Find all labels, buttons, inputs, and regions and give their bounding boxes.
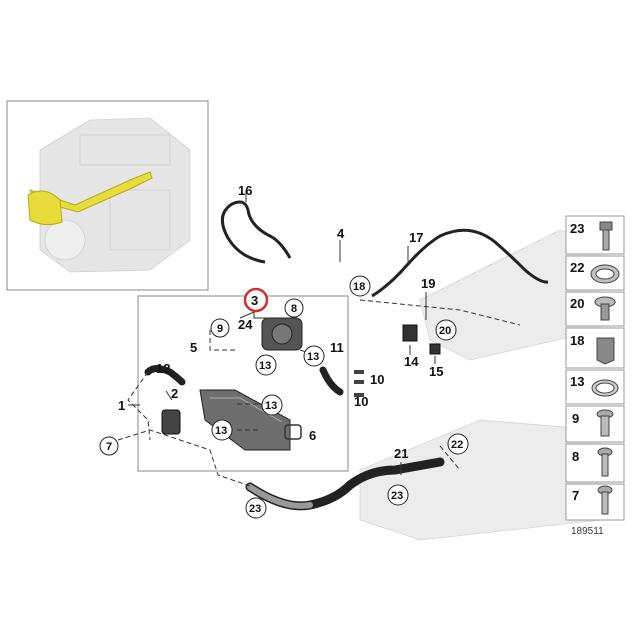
studs xyxy=(354,370,364,397)
callout-10b: 10 xyxy=(354,394,368,409)
callout-13b: 13 xyxy=(303,345,325,367)
svg-text:13: 13 xyxy=(259,360,271,372)
callout-13d: 13 xyxy=(211,419,233,441)
hardware-panel: 23 22 20 18 xyxy=(565,215,625,537)
svg-text:23: 23 xyxy=(249,503,261,515)
svg-text:9: 9 xyxy=(217,323,223,335)
svg-text:18: 18 xyxy=(570,333,584,348)
callout-20: 20 xyxy=(435,319,457,341)
cable-clip-icon xyxy=(596,337,615,365)
callout-21: 21 xyxy=(394,446,408,461)
panel-item-13: 13 xyxy=(565,369,625,405)
svg-text:23: 23 xyxy=(570,221,584,236)
hose-12 xyxy=(144,365,186,386)
vacuum-line-16 xyxy=(220,200,292,264)
callout-16: 16 xyxy=(238,183,252,198)
panel-item-7: 7 xyxy=(565,483,625,521)
svg-text:20: 20 xyxy=(439,325,451,337)
hose-clamp-icon xyxy=(590,264,620,284)
callout-7: 7 xyxy=(99,436,119,456)
callout-22: 22 xyxy=(447,433,469,455)
egr-pipe-21 xyxy=(245,457,445,511)
callout-15: 15 xyxy=(429,364,443,379)
callout-4: 4 xyxy=(337,226,345,241)
svg-text:22: 22 xyxy=(570,260,584,275)
callout-13a: 13 xyxy=(255,354,277,376)
engine-overview-inset xyxy=(6,100,209,291)
collar-screw-icon xyxy=(594,296,616,321)
svg-text:8: 8 xyxy=(291,303,297,315)
gasket xyxy=(284,424,302,440)
callout-17: 17 xyxy=(409,230,423,245)
hose-11 xyxy=(319,366,344,396)
callout-19: 19 xyxy=(421,276,435,291)
callout-9: 9 xyxy=(210,318,230,338)
callout-14: 14 xyxy=(404,354,419,369)
intake-manifold-background xyxy=(359,229,601,541)
svg-text:13: 13 xyxy=(570,374,584,389)
hex-screw-icon xyxy=(597,485,613,515)
hose-clamp-band-icon xyxy=(591,379,619,397)
callout-3-highlighted: 3 xyxy=(243,287,269,313)
svg-text:8: 8 xyxy=(572,449,579,464)
diagram-number: 189511 xyxy=(571,526,604,537)
solid-leaders xyxy=(128,190,436,475)
svg-text:13: 13 xyxy=(215,425,227,437)
panel-item-22: 22 xyxy=(565,255,625,291)
panel-item-23: 23 xyxy=(565,215,625,255)
torx-screw-icon xyxy=(597,447,613,477)
bolt-flange-icon xyxy=(599,221,613,251)
callout-23b: 23 xyxy=(245,497,267,519)
pressure-converter xyxy=(402,324,441,355)
svg-text:23: 23 xyxy=(391,490,403,502)
svg-text:20: 20 xyxy=(570,296,584,311)
egr-actuator xyxy=(161,409,181,435)
panel-item-20: 20 xyxy=(565,291,625,327)
svg-text:9: 9 xyxy=(572,411,579,426)
egr-valve xyxy=(261,317,303,351)
callout-23a: 23 xyxy=(387,484,409,506)
callout-10a: 10 xyxy=(370,372,384,387)
svg-text:13: 13 xyxy=(307,351,319,363)
callout-12: 12 xyxy=(156,361,170,376)
callout-6: 6 xyxy=(309,428,316,443)
svg-text:7: 7 xyxy=(572,488,579,503)
panel-item-18: 18 xyxy=(565,327,625,369)
svg-text:3: 3 xyxy=(251,293,258,308)
svg-text:13: 13 xyxy=(265,400,277,412)
torx-bolt-icon xyxy=(596,409,614,437)
assembly-boundary xyxy=(137,295,349,472)
callout-18: 18 xyxy=(349,275,371,297)
callout-11: 11 xyxy=(330,340,344,355)
callout-8: 8 xyxy=(284,298,304,318)
vacuum-line-17 xyxy=(371,228,549,298)
callout-2: 2 xyxy=(171,386,178,401)
svg-text:7: 7 xyxy=(106,441,112,453)
callout-1: 1 xyxy=(118,398,125,413)
callout-5: 5 xyxy=(190,340,197,355)
callout-24: 24 xyxy=(238,317,253,332)
svg-text:18: 18 xyxy=(353,281,365,293)
panel-item-9: 9 xyxy=(565,405,625,443)
callout-13c: 13 xyxy=(261,394,283,416)
panel-item-8: 8 xyxy=(565,443,625,483)
svg-text:22: 22 xyxy=(451,439,463,451)
